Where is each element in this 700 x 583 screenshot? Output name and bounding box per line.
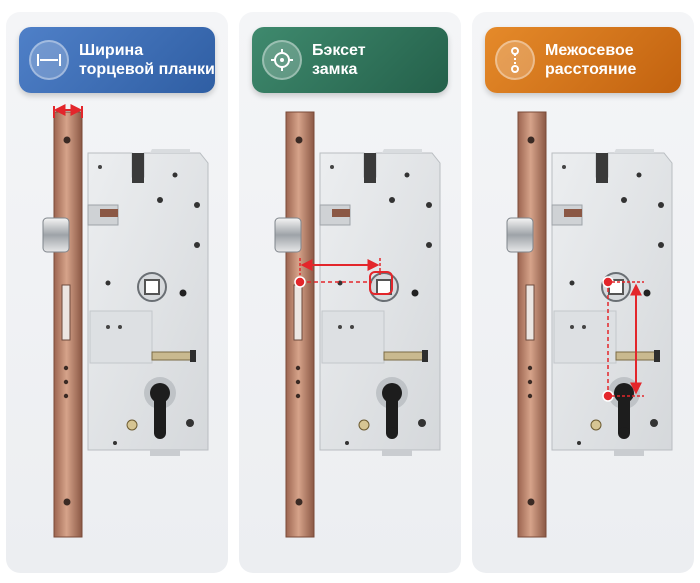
badge-title-line1: Межосевое [545, 42, 634, 59]
badge-title-line2: замка [312, 61, 358, 78]
mortise-lock-illustration [42, 104, 220, 538]
badge-title-line1: Бэксет [312, 42, 366, 59]
follower-highlight [369, 271, 393, 295]
edge-point [294, 276, 306, 288]
badge-title-line2: расстояние [545, 61, 637, 78]
badge-title-line2: торцевой планки [79, 61, 215, 78]
cylinder-center-point [602, 390, 614, 402]
crosshair-icon [262, 40, 302, 80]
badge-title-line1: Ширина [79, 42, 144, 59]
latch-bolt [42, 217, 70, 253]
badge-faceplate-width: Ширина торцевой планки [19, 27, 215, 93]
follower-center-point [602, 276, 614, 288]
distance-points-icon [495, 40, 535, 80]
latch-bolt [274, 217, 302, 253]
mortise-lock-illustration [274, 111, 452, 538]
mortise-lock-illustration [506, 111, 684, 538]
latch-bolt [506, 217, 534, 253]
badge-backset: Бэксет замка [252, 27, 448, 93]
width-arrows-icon [29, 40, 69, 80]
badge-center-distance: Межосевое расстояние [485, 27, 681, 93]
